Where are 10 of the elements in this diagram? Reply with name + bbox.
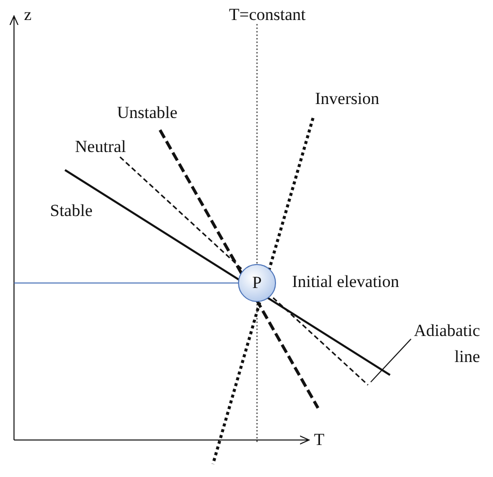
axis-label: z <box>24 6 32 25</box>
line-label: Stable <box>50 202 92 221</box>
callout-label: Adiabatic line <box>400 318 480 369</box>
line-label: Unstable <box>117 104 178 123</box>
line-label: T=constant <box>229 6 306 25</box>
leader-line <box>370 338 412 383</box>
line-label: Initial elevation <box>292 273 400 292</box>
line-label: Inversion <box>315 90 380 109</box>
axis-label: T <box>314 431 324 450</box>
line-label: Neutral <box>75 138 126 157</box>
